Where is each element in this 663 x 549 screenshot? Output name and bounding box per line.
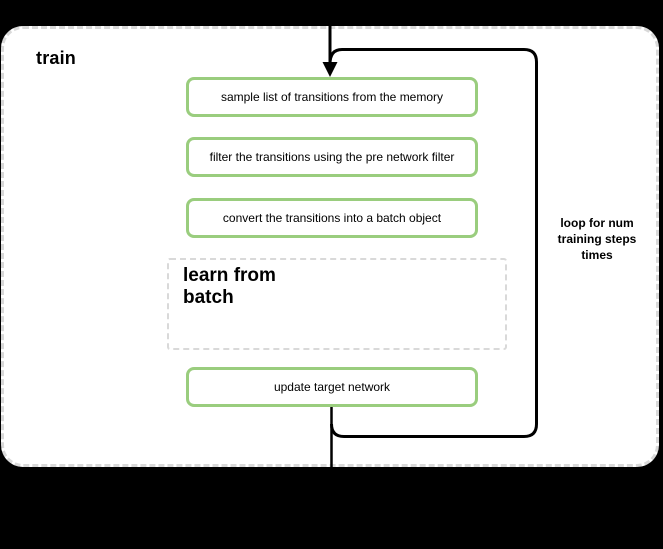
train-group-title: train	[36, 48, 77, 68]
step-sample-transitions: sample list of transitions from the memo…	[186, 77, 478, 117]
step-update-target-network-label: update target network	[273, 380, 391, 394]
subprocess-label-line1: learn from	[183, 265, 276, 286]
loop-annotation-line1: loop for num	[560, 216, 634, 230]
loop-annotation-line2: training steps	[557, 232, 637, 246]
loop-annotation-line3: times	[581, 248, 613, 262]
step-filter-transitions: filter the transitions using the pre net…	[186, 137, 478, 177]
loop-annotation: loop for num training steps times	[540, 215, 654, 263]
subprocess-label-line2: batch	[183, 287, 234, 308]
step-update-target-network: update target network	[186, 367, 478, 407]
step-filter-transitions-label: filter the transitions using the pre net…	[209, 150, 455, 164]
step-sample-transitions-label: sample list of transitions from the memo…	[220, 90, 444, 104]
step-convert-batch-label: convert the transitions into a batch obj…	[222, 211, 442, 225]
step-convert-batch: convert the transitions into a batch obj…	[186, 198, 478, 238]
subprocess-learn-from-batch: learn from batch	[167, 258, 507, 350]
